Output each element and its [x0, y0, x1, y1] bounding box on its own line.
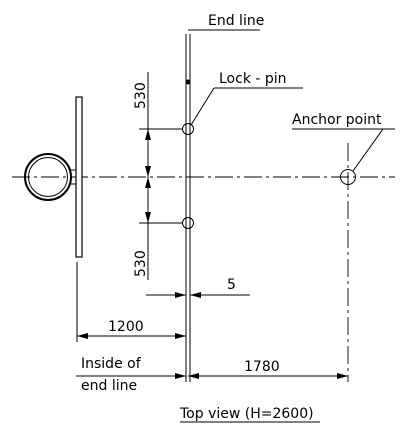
end-line	[185, 34, 191, 382]
backboard-distance-lines	[76, 262, 186, 342]
inside-end-line-label-2: end line	[81, 378, 137, 394]
vertical-dimension-lines	[139, 72, 182, 280]
backboard-distance-dimension: 1200	[108, 319, 144, 335]
anchor-point-label: Anchor point	[292, 112, 382, 128]
inside-end-line-label-1: Inside of	[81, 356, 142, 372]
lock-pin-lower	[182, 217, 194, 229]
backboard	[75, 96, 83, 258]
anchor-distance-dimension: 1780	[244, 359, 280, 375]
upper-spacing-dimension: 530	[133, 82, 149, 109]
anchor-distance-lines	[76, 373, 348, 379]
offset-dimension-lines	[146, 292, 250, 298]
anchor-point-leader	[292, 128, 395, 172]
lock-pin-leader	[190, 87, 303, 126]
offset-dimension: 5	[227, 277, 236, 293]
caption-title: Top view (H=2600)	[179, 406, 314, 422]
anchor-point-symbol	[340, 143, 356, 382]
end-line-label: End line	[208, 13, 264, 29]
lower-spacing-dimension: 530	[133, 250, 149, 277]
hoop-ring	[24, 153, 72, 201]
lock-pin-upper	[182, 123, 194, 135]
lock-pin-label: Lock - pin	[219, 71, 287, 87]
